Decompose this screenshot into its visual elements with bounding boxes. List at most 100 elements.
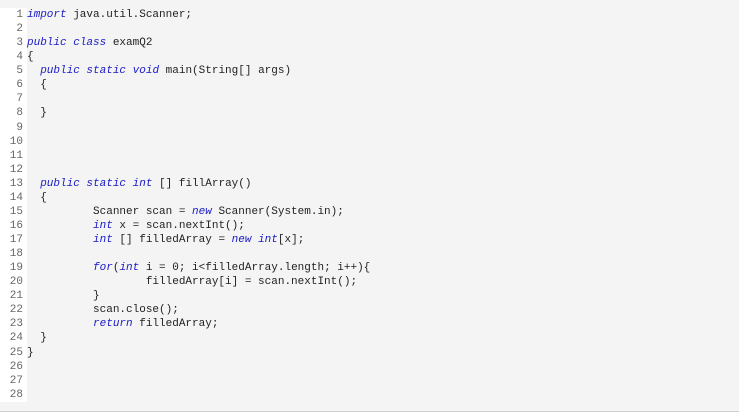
keyword-token: int [93,219,113,232]
line-number: 13 [9,177,23,190]
code-token: [] fillArray() [152,177,252,190]
code-line[interactable]: 3 public class examQ2 [0,36,370,50]
code-line[interactable]: 10 [0,135,370,149]
code-token: { [27,79,47,92]
line-code: int [] filledArray = new int[x]; [27,233,304,247]
line-code: return filledArray; [27,317,218,331]
code-token: ( [112,262,120,275]
code-token: } [27,107,47,120]
code-line[interactable]: 13 public static int [] fillArray() [0,177,370,191]
code-line[interactable]: 22 scan.close(); [0,303,370,317]
keyword-token: new [192,205,212,218]
keyword-token: public [27,37,67,50]
line-number: 8 [16,107,23,120]
line-number: 11 [9,149,23,162]
code-token [27,234,93,246]
line-number: 7 [16,93,23,106]
line-number: 12 [9,163,23,176]
code-token: java.util.Scanner; [66,9,193,21]
line-number: 6 [16,79,23,92]
keyword-token: return [93,318,133,331]
code-token: Scanner scan = [27,205,193,218]
keyword-token: static [86,65,127,78]
line-code: } [27,346,34,360]
code-token: } [27,332,47,345]
code-line[interactable]: 27 [0,374,370,388]
code-token: filledArray; [132,318,219,331]
keyword-token: int [132,177,153,190]
code-line[interactable]: 7 [0,92,370,106]
code-line[interactable]: 5 public static void main(String[] args) [0,64,370,78]
line-code: Scanner scan = new Scanner(System.in); [27,205,344,219]
line-code: int x = scan.nextInt(); [27,219,245,233]
code-line[interactable]: 17 int [] filledArray = new int[x]; [0,233,370,247]
code-token [27,318,93,330]
code-token: i = 0; i<filledArray.length; i++){ [139,262,371,275]
line-code: { [27,191,47,205]
code-line[interactable]: 19 for(int i = 0; i<filledArray.length; … [0,261,371,275]
keyword-token: for [93,262,113,275]
line-number: 25 [9,346,23,359]
code-line[interactable]: 16 int x = scan.nextInt(); [0,219,370,233]
line-code: { [27,78,47,92]
line-number: 26 [9,360,23,373]
line-number: 3 [16,37,23,50]
line-code: for(int i = 0; i<filledArray.length; i++… [27,261,370,275]
line-number: 22 [9,304,23,317]
code-line[interactable]: 23 return filledArray; [0,317,370,331]
code-line[interactable]: 20 filledArray[i] = scan.nextInt(); [0,275,370,289]
code-line[interactable]: 9 [0,121,370,135]
code-token: { [27,51,34,64]
keyword-token: int [258,234,278,246]
code-line[interactable]: 6 { [0,78,370,92]
code-line[interactable]: 4{ [0,50,370,64]
code-token: main(String[] args) [159,65,292,78]
line-number: 2 [16,23,23,36]
line-code: public class examQ2 [27,36,152,50]
code-token: filledArray[i] = scan.nextInt(); [27,276,358,289]
code-token [27,262,93,274]
code-line[interactable]: 11 [0,149,370,163]
code-line[interactable]: 24 } [0,331,370,345]
keyword-token: import [27,9,67,21]
code-line[interactable]: 25} [0,346,370,360]
code-line[interactable]: 12 [0,163,370,177]
code-token [126,178,133,190]
code-line[interactable]: 14 { [0,191,370,205]
line-code: public static void main(String[] args) [27,64,291,78]
code-line[interactable]: 18 [0,247,370,261]
line-number: 24 [9,332,23,345]
code-token [126,65,133,77]
keyword-token: static [86,177,127,190]
line-number: 10 [9,135,23,148]
code-token: { [27,191,47,204]
code-token: x = scan.nextInt(); [112,219,245,232]
line-number: 21 [9,290,23,303]
line-number-gutter [0,8,27,402]
keyword-token: public [40,65,80,78]
line-code: public static int [] fillArray() [27,177,251,191]
code-token: scan.close(); [27,304,179,317]
keyword-token: public [40,177,80,190]
code-token: examQ2 [106,37,153,50]
line-code: } [27,331,47,345]
code-line[interactable]: 26 [0,360,370,374]
code-line[interactable]: 8 } [0,106,370,120]
line-code: import java.util.Scanner; [27,8,192,22]
line-number: 9 [16,121,23,134]
code-line[interactable]: 21 } [0,289,370,303]
code-line[interactable]: 28 [0,388,370,402]
code-token: } [27,290,100,303]
line-number: 14 [9,191,23,204]
code-line[interactable]: 15 Scanner scan = new Scanner(System.in)… [0,205,370,219]
line-code: } [27,106,47,120]
line-number: 16 [9,219,23,232]
line-number: 28 [9,388,23,401]
code-token: } [27,346,34,359]
keyword-token: new [231,234,252,246]
line-number: 15 [9,205,23,218]
code-line[interactable]: 2 [0,22,370,36]
